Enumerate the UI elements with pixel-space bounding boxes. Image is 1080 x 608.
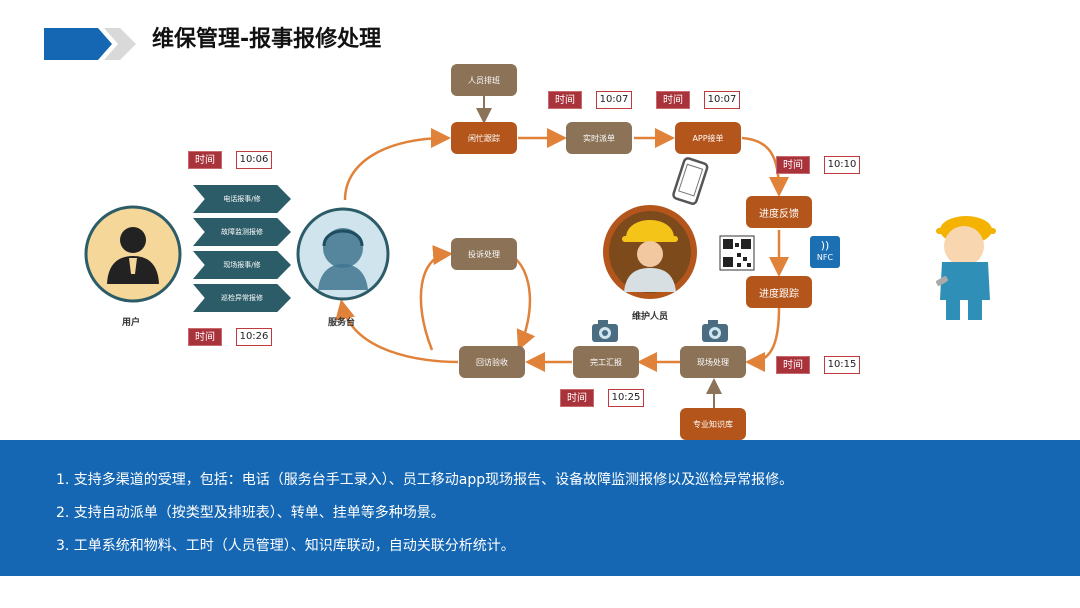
node-app-accept: APP接单 — [675, 122, 741, 154]
user-avatar — [84, 205, 182, 303]
arrow-visit-to-desk — [335, 299, 459, 364]
node-staff-schedule: 人员排班 — [451, 64, 517, 96]
node-progress-feedback: 进度反馈 — [746, 196, 812, 228]
worker-cartoon — [936, 216, 996, 320]
arrow-tracking-to-onsite — [745, 307, 781, 372]
time-value: 10:15 — [824, 356, 860, 374]
time-label: 时间 — [548, 91, 582, 109]
time-label: 时间 — [188, 328, 222, 346]
time-value: 10:25 — [608, 389, 644, 407]
qr-code-icon — [719, 235, 755, 271]
node-completion-report: 完工汇报 — [573, 346, 639, 378]
node-realtime-dispatch: 实时派单 — [566, 122, 632, 154]
time-value: 10:26 — [236, 328, 272, 346]
nfc-label: NFC — [816, 253, 834, 262]
node-knowledge-base: 专业知识库 — [680, 408, 746, 440]
summary-band: 1. 支持多渠道的受理，包括：电话（服务台手工录入）、员工移动app现场报告、设… — [0, 440, 1080, 576]
camera-icon-onsite — [702, 320, 728, 342]
arrow-visit-to-complaint — [419, 245, 453, 351]
phone-icon — [672, 157, 709, 205]
time-label: 时间 — [656, 91, 690, 109]
node-return-visit: 回访验收 — [459, 346, 525, 378]
nfc-waves-icon: )) — [820, 239, 830, 252]
node-idle-tracking: 闲忙跟踪 — [451, 122, 517, 154]
summary-point-2: 2. 支持自动派单（按类型及排班表）、转单、挂单等多种场景。 — [56, 505, 445, 521]
header-bar — [44, 28, 112, 60]
time-value: 10:07 — [596, 91, 632, 109]
node-onsite: 现场处理 — [680, 346, 746, 378]
node-progress-tracking: 进度跟踪 — [746, 276, 812, 308]
user-label: 用户 — [122, 318, 141, 328]
channel-phone: 电话报事/修 — [193, 185, 291, 213]
page-title: 维保管理-报事报修处理 — [152, 27, 382, 52]
time-label: 时间 — [776, 356, 810, 374]
time-label: 时间 — [188, 151, 222, 169]
service-desk-label: 服务台 — [328, 318, 356, 328]
nfc-badge: )) NFC — [810, 236, 840, 268]
time-value: 10:06 — [236, 151, 272, 169]
time-label: 时间 — [776, 156, 810, 174]
header-chevron — [104, 28, 136, 60]
node-complaint: 投诉处理 — [451, 238, 517, 270]
time-value: 10:10 — [824, 156, 860, 174]
arrow-app-to-feedback — [741, 136, 789, 197]
maintainer-label: 维护人员 — [632, 312, 669, 322]
channel-fault-monitoring: 故障监测报修 — [193, 218, 291, 246]
channel-inspection: 巡检异常报修 — [193, 284, 291, 312]
time-value: 10:07 — [704, 91, 740, 109]
summary-point-3: 3. 工单系统和物料、工时（人员管理）、知识库联动，自动关联分析统计。 — [56, 538, 515, 554]
summary-point-1: 1. 支持多渠道的受理，包括：电话（服务台手工录入）、员工移动app现场报告、设… — [56, 472, 794, 488]
time-label: 时间 — [560, 389, 594, 407]
arrow-desk-to-idle — [343, 128, 451, 201]
camera-icon-completion — [592, 320, 618, 342]
channel-onsite: 现场报事/修 — [193, 251, 291, 279]
